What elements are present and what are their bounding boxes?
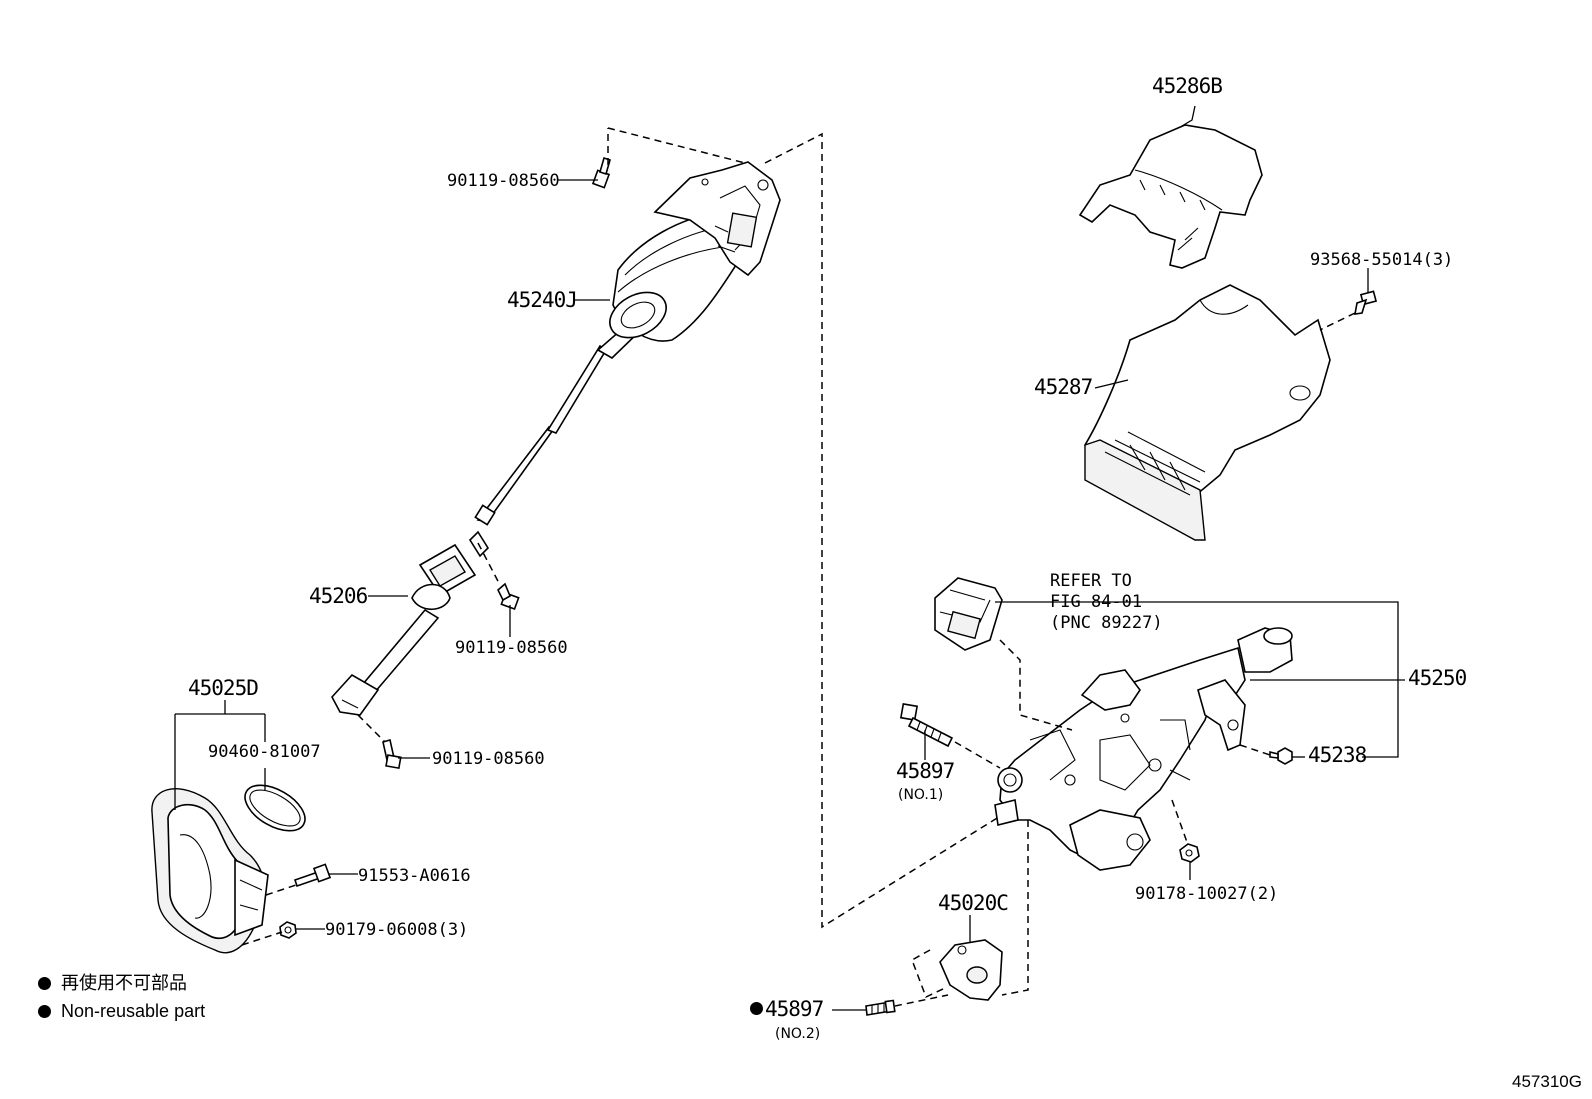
label-45897-no1-sub: (NO.1) — [898, 787, 944, 803]
seal-ring-90460 — [244, 784, 306, 832]
legend-text-jp: 再使用不可部品 — [61, 973, 187, 993]
label-45238[interactable]: 45238 — [1308, 743, 1367, 767]
label-45250[interactable]: 45250 — [1408, 666, 1467, 690]
screw-45238 — [1269, 747, 1293, 765]
label-45897-no2-sub: (NO.2) — [775, 1026, 821, 1042]
label-90460-81007[interactable]: 90460-81007 — [208, 742, 321, 762]
column-assembly-part — [994, 627, 1293, 871]
legend-text-en: Non-reusable part — [61, 1001, 206, 1021]
dashed-line-90119-mid — [477, 542, 501, 586]
dashed-line-45238 — [1239, 744, 1271, 756]
label-45897-no2[interactable]: 45897 — [750, 997, 824, 1021]
bullet-dot-icon — [750, 1002, 763, 1015]
label-93568-55014[interactable]: 93568-55014(3) — [1310, 250, 1454, 270]
leader-45025D — [174, 700, 266, 810]
label-45206[interactable]: 45206 — [309, 584, 368, 608]
label-90119-08560-mid[interactable]: 90119-08560 — [455, 638, 568, 658]
bolt-45897-no1 — [899, 702, 954, 748]
bolt-90119-low — [382, 738, 402, 770]
spacer-part — [939, 939, 1003, 1001]
dashed-line-bolt-no1 — [954, 741, 1001, 769]
connector-part — [934, 577, 1003, 651]
dashed-line-90119-low — [357, 714, 386, 743]
leader-45287 — [1094, 379, 1129, 389]
label-90178-10027[interactable]: 90178-10027(2) — [1135, 884, 1279, 904]
dashed-line-hole-cover — [241, 884, 297, 946]
figure-code: 457310G — [1512, 1072, 1582, 1091]
bolt-90119-mid — [497, 582, 520, 611]
label-45020C[interactable]: 45020C — [938, 891, 1009, 915]
refer-line-3[interactable]: (PNC 89227) — [1050, 613, 1163, 633]
label-45025D[interactable]: 45025D — [188, 676, 259, 700]
label-45897-no2-text: 45897 — [765, 997, 824, 1021]
refer-line-1[interactable]: REFER TO — [1050, 571, 1132, 591]
screw-93568 — [1354, 290, 1378, 315]
refer-line-2[interactable]: FIG 84-01 — [1050, 592, 1143, 612]
label-91553-A0616[interactable]: 91553-A0616 — [358, 866, 471, 886]
bolt-91553 — [293, 863, 332, 888]
dashed-boundary-line — [607, 127, 1011, 929]
dashed-line-bolt-no2 — [894, 994, 949, 1007]
label-90119-08560-top[interactable]: 90119-08560 — [447, 171, 560, 191]
bullet-dot-icon — [38, 1005, 51, 1018]
label-45240J[interactable]: 45240J — [507, 288, 578, 312]
dashed-line-screw-93568 — [1319, 312, 1356, 331]
dashed-line-connector — [999, 639, 1073, 731]
upper-cover-part — [1078, 124, 1263, 269]
label-45286B[interactable]: 45286B — [1152, 74, 1223, 98]
legend-item-jp: 再使用不可部品 — [38, 972, 187, 994]
bullet-dot-icon — [38, 977, 51, 990]
lower-cover-part — [1083, 284, 1331, 541]
legend-item-en: Non-reusable part — [38, 1000, 205, 1022]
label-45897-no1[interactable]: 45897 — [896, 759, 955, 783]
label-45287[interactable]: 45287 — [1034, 375, 1093, 399]
bolt-45897-no2 — [865, 999, 896, 1016]
nut-90178 — [1179, 843, 1200, 863]
leader-refer — [995, 601, 1405, 758]
intermediate-shaft-part — [331, 530, 490, 716]
nut-90179 — [279, 921, 297, 939]
label-90119-08560-low[interactable]: 90119-08560 — [432, 749, 545, 769]
dashed-line-90178 — [1171, 799, 1189, 846]
upper-column-part — [474, 161, 781, 526]
hole-cover-part — [151, 788, 269, 954]
leader-45286B — [1181, 105, 1196, 127]
label-90179-06008[interactable]: 90179-06008(3) — [325, 920, 469, 940]
dashed-line-spacer — [911, 820, 1029, 999]
